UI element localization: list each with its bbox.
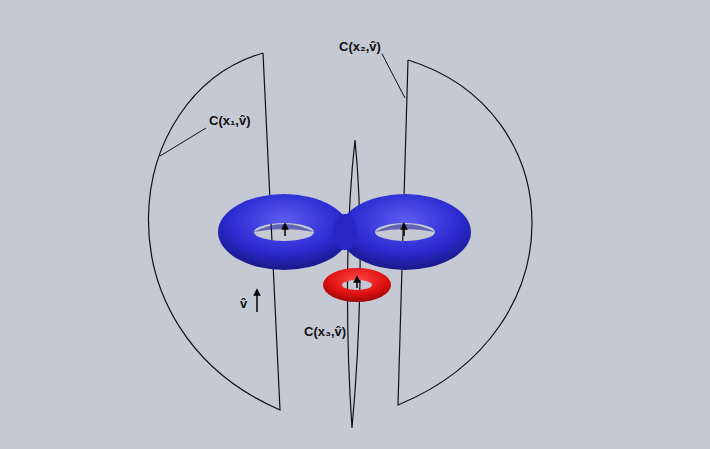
direction-arrows [257,226,404,312]
curves [148,53,532,428]
double-torus [218,194,471,270]
curve-label: C(x₃,v̂) [303,324,347,339]
vector-label: v̂ [239,296,248,311]
red-torus [323,268,391,302]
torus-hole-shading [254,224,435,232]
curve-label: C(x₂,v̂) [338,39,382,54]
curve-label: C(x₁,v̂) [208,113,252,128]
leader-lines [160,50,405,156]
